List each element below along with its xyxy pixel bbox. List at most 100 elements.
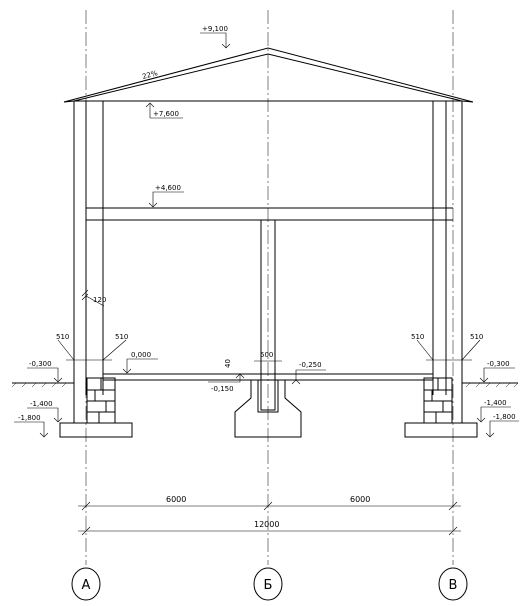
level-found-bottom-right-leader [489, 420, 519, 437]
walls [73, 101, 463, 395]
axis-label-a: А [82, 578, 91, 593]
level-found-bottom-left-leader [14, 421, 45, 437]
roof-slope-label: 22% [141, 69, 158, 81]
dim-tick-v-1 [448, 501, 458, 511]
wall-dim-right-leader-2 [461, 339, 481, 361]
level-ground-left-leader [27, 367, 59, 382]
wall-right-outer-label: 510 [470, 333, 483, 341]
foundation-left [59, 377, 133, 438]
ground-hatch-l5 [51, 382, 57, 388]
roof: 22% [63, 47, 474, 103]
level-floor1: 0,000 [122, 351, 158, 374]
level-found-top-right-arrow [476, 417, 486, 423]
wall-dim-right-leader-1 [416, 339, 434, 361]
level-found-bottom-right-label: -1,800 [493, 413, 516, 421]
roof-eaves-left [63, 100, 75, 103]
socket-cavity [257, 380, 279, 413]
axis-lines [85, 10, 454, 565]
axis-markers: А Б В [71, 567, 468, 601]
level-found-bottom-right-arrow [485, 432, 495, 438]
level-found-bottom-left-arrow [39, 432, 49, 438]
level-ground-right-label: -0,300 [487, 360, 510, 368]
level-column-base-top: -0,150 [208, 373, 245, 393]
ground-hatch-l1 [11, 382, 17, 388]
wall-left-outer-label: 510 [56, 333, 69, 341]
level-found-top-left-leader [27, 407, 59, 422]
ground-hatch-r6 [513, 382, 519, 388]
ground-hatch-r5 [505, 382, 511, 388]
axis-marker-b [253, 567, 283, 601]
level-ground-right-arrow [479, 377, 489, 383]
level-column-base-side-arrow [291, 379, 301, 385]
level-ground-right-leader [483, 367, 515, 382]
foundation-right [404, 377, 478, 438]
level-floor2: +4,600 [148, 184, 184, 208]
span-total-label: 12000 [254, 520, 279, 529]
axis-marker-v [438, 567, 468, 601]
level-ridge: +9,100 [200, 25, 231, 49]
dim-tick-b-1 [263, 501, 273, 511]
socket-foundation-outline [234, 380, 302, 438]
level-found-top-right: -1,400 [476, 399, 511, 423]
level-found-top-right-leader [480, 406, 511, 422]
level-found-bottom-right: -1,800 [485, 413, 519, 438]
axis-marker-a [71, 567, 101, 601]
level-ground-left: -0,300 [27, 360, 63, 383]
level-ridge-leader [200, 32, 227, 48]
level-found-bottom-left: -1,800 [14, 414, 49, 438]
ground-hatch-l4 [41, 382, 47, 388]
level-column-base-side-label: -0,250 [299, 361, 322, 369]
level-found-top-left-label: -1,400 [30, 400, 53, 408]
level-found-bottom-left-label: -1,800 [18, 414, 41, 422]
level-ridge-arrow [221, 43, 231, 49]
level-floor2-arrow [148, 202, 158, 208]
wall-thickness-label: 120 [93, 296, 106, 304]
level-floor2-label: +4,600 [155, 184, 181, 192]
wall-thickness-tick1 [81, 289, 89, 297]
column-gap-label: 40 [224, 359, 232, 368]
level-column-base-side-leader [295, 369, 326, 380]
dim-tick-v-2 [448, 526, 458, 536]
wall-thickness-leader [85, 295, 105, 307]
wall-dim-left-leader-2 [102, 339, 127, 361]
span-right-label: 6000 [350, 495, 370, 504]
level-column-base-top-arrow [235, 373, 245, 379]
level-eaves-arrow [145, 102, 155, 108]
ground-hatch-r4 [495, 382, 501, 388]
roof-slope-leader [139, 75, 163, 83]
dim-tick-a-1 [81, 501, 91, 511]
level-found-top-left: -1,400 [27, 400, 63, 423]
dim-tick-a-2 [81, 526, 91, 536]
level-eaves: +7,600 [145, 102, 183, 119]
wall-dim-left-leader-1 [57, 339, 75, 361]
ground-hatch-l2 [21, 382, 27, 388]
level-ground-left-arrow [53, 377, 63, 383]
roof-outline [63, 47, 474, 103]
column-width-label: 500 [260, 351, 273, 359]
level-column-base-side: -0,250 [291, 361, 326, 385]
level-column-base-top-leader [208, 374, 241, 383]
foundation-right-pad [404, 422, 478, 438]
ground [11, 382, 519, 388]
ground-hatch-l3 [31, 382, 37, 388]
wall-dim-labels: 120 510 510 510 510 500 40 [56, 289, 483, 368]
dimension-lines: 6000 6000 12000 [78, 495, 461, 536]
level-floor1-arrow [122, 368, 132, 374]
level-column-base-top-label: -0,150 [211, 385, 234, 393]
level-found-top-right-label: -1,400 [484, 399, 507, 407]
span-left-label: 6000 [166, 495, 186, 504]
level-ground-right: -0,300 [479, 360, 515, 383]
level-found-top-left-arrow [53, 417, 63, 423]
wall-thickness-tick2 [81, 293, 89, 301]
foundation-left-pad [59, 422, 133, 438]
wall-right-inner-label: 510 [411, 333, 424, 341]
level-floor1-label: 0,000 [131, 351, 151, 359]
column-in-socket [260, 379, 276, 411]
level-floor1-leader [126, 358, 158, 373]
axis-label-v: В [449, 578, 458, 593]
floor-slab-2 [86, 207, 453, 221]
level-ground-left-label: -0,300 [29, 360, 52, 368]
ground-hatch-l6 [61, 382, 67, 388]
level-eaves-label: +7,600 [153, 110, 179, 118]
